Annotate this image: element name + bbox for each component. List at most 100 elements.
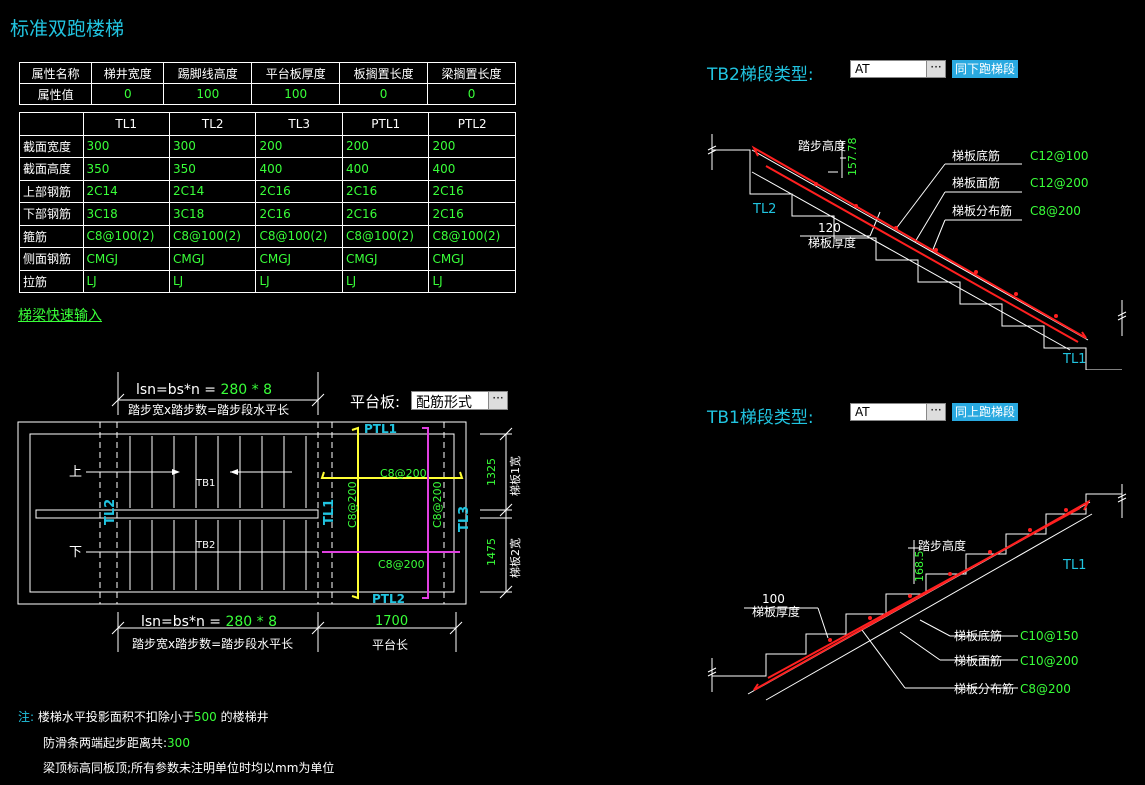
plan-platform-length-label: 平台长 <box>372 637 408 652</box>
tb1-bottom-rebar-value: C10@150 <box>1020 629 1079 643</box>
beam-cell[interactable]: 2C16 <box>341 179 430 203</box>
beam-cell[interactable]: 200 <box>255 134 343 158</box>
table-row: 侧面钢筋 CMGJ CMGJ CMGJ CMGJ CMGJ <box>19 247 516 271</box>
plan-formula-subtitle: 踏步宽x踏步数=踏步段水平长 <box>128 402 289 417</box>
beam-cell[interactable]: 300 <box>168 134 257 158</box>
plan-formula-top: lsn=bs*n = 280 * 8 <box>136 382 272 398</box>
note-line-1: 注: 楼梯水平投影面积不扣除小于500 的楼梯井 <box>18 708 269 725</box>
attr-value-cell[interactable]: 0 <box>91 83 165 105</box>
tb2-type-value: AT <box>855 62 870 76</box>
plan-formula-bottom: lsn=bs*n = 280 * 8 <box>141 614 277 630</box>
beam-cell[interactable]: 2C16 <box>341 202 430 226</box>
ellipsis-icon[interactable]: ··· <box>926 61 945 77</box>
beam-cell[interactable]: 200 <box>428 134 516 158</box>
stair-plan-diagram: lsn=bs*n = 280 * 8 踏步宽x踏步数=踏步段水平长 上 下 TB… <box>17 372 522 652</box>
beam-cell[interactable]: 2C16 <box>255 179 343 203</box>
beam-cell[interactable]: 2C14 <box>168 179 257 203</box>
same-as-lower-flight-button[interactable]: 同下跑梯段 <box>952 60 1019 78</box>
rebar-dot <box>1064 508 1068 512</box>
tb2-thickness-value: 120 <box>818 221 841 235</box>
beam-cell[interactable]: 3C18 <box>168 202 257 226</box>
beam-cell[interactable]: C8@100(2) <box>82 224 170 248</box>
tb2-dist-rebar-label: 梯板分布筋 <box>952 203 1012 218</box>
same-as-upper-flight-button[interactable]: 同上跑梯段 <box>952 403 1019 421</box>
plan-width1-label: 梯板1宽 <box>508 456 522 496</box>
plan-tl3-label: TL3 <box>457 506 472 532</box>
beam-cell[interactable]: CMGJ <box>428 247 516 271</box>
ellipsis-icon[interactable]: ··· <box>488 392 507 409</box>
attr-row-label: 属性值 <box>18 83 93 105</box>
beam-cell[interactable]: 3C18 <box>82 202 170 226</box>
beam-cell[interactable]: CMGJ <box>82 247 170 271</box>
attr-header: 平台板厚度 <box>251 62 341 84</box>
tb1-tl1-label: TL1 <box>1062 558 1086 573</box>
beam-row-label: 截面高度 <box>19 157 84 181</box>
beam-cell[interactable]: C8@100(2) <box>168 224 257 248</box>
beam-cell[interactable]: 400 <box>255 157 343 181</box>
rebar-dot <box>908 594 912 598</box>
beam-cell[interactable]: 400 <box>341 157 430 181</box>
beam-cell[interactable]: LJ <box>168 269 257 293</box>
rebar-dot <box>934 248 938 252</box>
beam-cell[interactable]: CMGJ <box>168 247 257 271</box>
attr-value-cell[interactable]: 100 <box>251 83 341 105</box>
beam-cell[interactable]: LJ <box>341 269 430 293</box>
tb2-type-select[interactable]: AT ··· <box>850 60 946 78</box>
tb2-bottom-rebar-label: 梯板底筋 <box>952 148 1000 163</box>
beam-quick-input-link[interactable]: 梯梁快速输入 <box>18 308 102 324</box>
beam-cell[interactable]: 350 <box>82 157 170 181</box>
tb2-tl1-label: TL1 <box>1062 352 1086 367</box>
beam-cell[interactable]: 2C16 <box>255 202 343 226</box>
note-line-2: 防滑条两端起步距离共:300 <box>43 734 190 751</box>
rebar-dot <box>868 616 872 620</box>
beam-cell[interactable]: C8@100(2) <box>341 224 430 248</box>
attr-value-cell[interactable]: 0 <box>427 83 516 105</box>
tb1-bottom-rebar-label: 梯板底筋 <box>954 628 1002 643</box>
ellipsis-icon[interactable]: ··· <box>926 404 945 420</box>
beam-cell[interactable]: 400 <box>428 157 516 181</box>
beam-row-label: 下部钢筋 <box>19 202 84 226</box>
attr-value-cell[interactable]: 100 <box>163 83 253 105</box>
note-line2-text: 防滑条两端起步距离共: <box>43 736 168 750</box>
note-line2-value[interactable]: 300 <box>167 736 190 750</box>
plan-rebar-right: C8@200 <box>431 481 444 528</box>
beam-cell[interactable]: CMGJ <box>341 247 430 271</box>
beam-cell[interactable]: 350 <box>168 157 257 181</box>
beam-cell[interactable]: 2C14 <box>82 179 170 203</box>
beam-cell[interactable]: 2C16 <box>428 202 516 226</box>
note-line1-text: 楼梯水平投影面积不扣除小于 <box>37 710 194 724</box>
platform-slab-label: 平台板: <box>350 393 401 411</box>
tb1-top-rebar-label: 梯板面筋 <box>954 653 1002 668</box>
tb1-type-value: AT <box>855 405 870 419</box>
beam-cell[interactable]: 200 <box>341 134 430 158</box>
beam-cell[interactable]: 300 <box>82 134 170 158</box>
attr-value-cell[interactable]: 0 <box>339 83 429 105</box>
tb1-type-select[interactable]: AT ··· <box>850 403 946 421</box>
rebar-dot <box>828 638 832 642</box>
tb1-thickness-value: 100 <box>762 592 785 606</box>
table-row: 上部钢筋 2C14 2C14 2C16 2C16 2C16 <box>19 179 516 203</box>
beam-cell[interactable]: C8@100(2) <box>255 224 343 248</box>
beam-cell[interactable]: LJ <box>428 269 516 293</box>
beam-cell[interactable]: LJ <box>82 269 170 293</box>
beam-column-header: TL2 <box>168 112 257 136</box>
tb2-step-height-value: 157.78 <box>846 138 859 177</box>
beam-column-header: PTL1 <box>341 112 430 136</box>
beam-cell[interactable]: C8@100(2) <box>428 224 516 248</box>
plan-tl1-label: TL1 <box>322 499 337 525</box>
tb1-thickness-label: 梯板厚度 <box>752 604 800 619</box>
beam-cell[interactable]: 2C16 <box>428 179 516 203</box>
attr-header: 梁搁置长度 <box>427 62 516 84</box>
note-line1-value[interactable]: 500 <box>193 710 217 724</box>
beam-cell[interactable]: CMGJ <box>255 247 343 271</box>
tb2-bottom-rebar-value: C12@100 <box>1030 149 1089 163</box>
platform-slab-select[interactable]: 配筋形式 ··· <box>411 391 508 411</box>
plan-rebar-top: C8@200 <box>380 467 427 480</box>
rebar-dot <box>894 226 898 230</box>
tb2-step-height-label: 踏步高度 <box>798 138 846 153</box>
tb1-top-rebar-value: C10@200 <box>1020 654 1079 668</box>
tb1-section-diagram: 踏步高度 168.5 梯板底筋 C10@150 梯板面筋 C10@200 梯板分… <box>707 484 1127 701</box>
tb1-dist-rebar-value: C8@200 <box>1020 682 1071 696</box>
page-title: 标准双跑楼梯 <box>10 18 125 40</box>
beam-cell[interactable]: LJ <box>255 269 343 293</box>
